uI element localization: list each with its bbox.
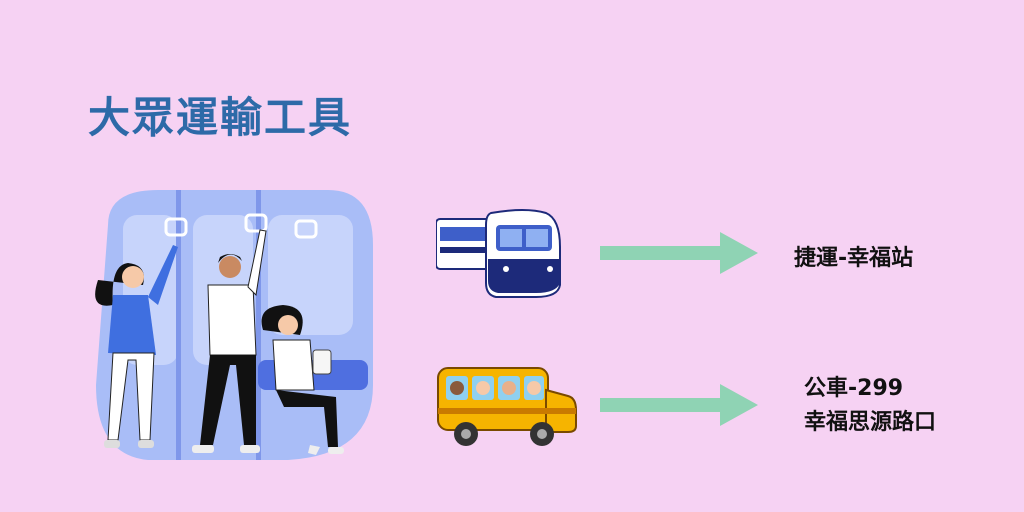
passenger-windows (446, 376, 544, 400)
school-bus-icon (437, 367, 577, 446)
page-title: 大眾運輸工具 (88, 93, 353, 142)
bus-destination-label: 公車-299 幸福思源路口 (804, 372, 936, 440)
commuters-illustration (95, 190, 373, 460)
woman-standing-figure (95, 245, 178, 448)
window-right (268, 215, 353, 335)
bus-stop-text: 幸福思源路口 (804, 410, 937, 435)
bus-route-text: 公車-299 (804, 376, 904, 401)
woman-seated-figure (261, 305, 344, 455)
man-standing-figure (192, 229, 267, 453)
hand-strap-icons (164, 213, 318, 239)
metro-destination-label: 捷運-幸福站 (794, 240, 913, 272)
arrow-right-icon (600, 232, 758, 274)
metro-station-text: 捷運-幸福站 (794, 246, 914, 271)
metro-train-icon (436, 209, 561, 298)
arrow-right-icon (600, 384, 758, 426)
